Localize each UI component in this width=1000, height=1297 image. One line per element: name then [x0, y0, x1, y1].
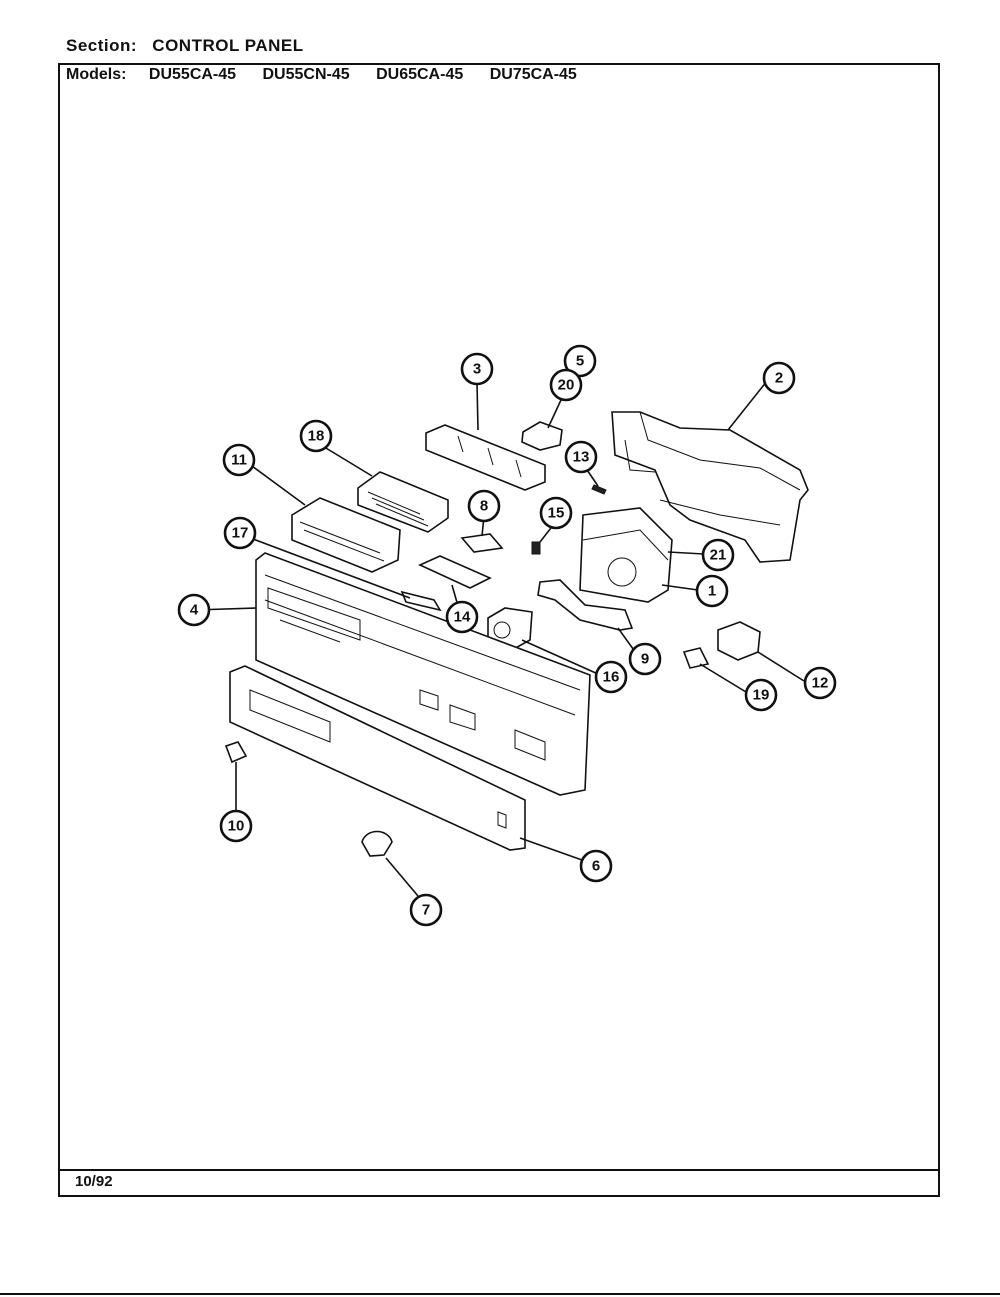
svg-text:4: 4	[190, 602, 199, 619]
svg-text:8: 8	[480, 498, 488, 515]
svg-text:14: 14	[454, 609, 471, 626]
svg-text:15: 15	[548, 505, 565, 522]
part-main-panel	[255, 552, 591, 796]
model-number: DU75CA-45	[489, 66, 577, 83]
callout-1: 1	[695, 574, 729, 608]
part-switch-right	[717, 621, 761, 661]
model-number: DU55CA-45	[148, 66, 237, 83]
svg-text:5: 5	[576, 353, 584, 370]
footer-divider	[58, 1169, 940, 1171]
svg-text:20: 20	[558, 377, 575, 394]
svg-text:16: 16	[603, 669, 620, 686]
part-harness	[537, 579, 634, 631]
part-pin	[531, 541, 541, 555]
part-plate	[425, 424, 546, 491]
callout-11: 11	[222, 443, 256, 477]
callout-15: 15	[539, 496, 573, 530]
callout-14: 14	[445, 600, 479, 634]
part-timer	[579, 507, 673, 603]
callout-4: 4	[177, 593, 211, 627]
svg-text:19: 19	[753, 687, 770, 704]
callout-3: 3	[460, 352, 494, 386]
svg-text:13: 13	[573, 449, 590, 466]
part-button-left	[224, 741, 248, 764]
svg-text:10: 10	[228, 818, 245, 835]
callout-9: 9	[628, 642, 662, 676]
models-label: Models:	[66, 66, 127, 83]
part-trim	[229, 665, 526, 851]
svg-text:2: 2	[775, 370, 783, 387]
part-screw	[591, 484, 607, 495]
callout-7: 7	[409, 893, 443, 927]
svg-text:1: 1	[708, 583, 716, 600]
part-module	[521, 421, 563, 451]
svg-text:7: 7	[422, 902, 430, 919]
revision-date: 10/92	[75, 1173, 113, 1190]
model-number: DU65CA-45	[376, 66, 464, 83]
model-number: DU55CN-45	[262, 66, 350, 83]
svg-text:6: 6	[592, 858, 600, 875]
part-bracket	[291, 497, 401, 573]
callout-17: 17	[223, 516, 257, 550]
svg-text:21: 21	[710, 547, 727, 564]
page-bottom-divider	[0, 1293, 1000, 1295]
section-value: CONTROL PANEL	[152, 36, 304, 55]
callout-18: 18	[299, 419, 333, 453]
callout-10: 10	[219, 809, 253, 843]
section-label: Section:	[66, 36, 138, 55]
part-small-switch	[400, 590, 442, 612]
models-line: Models: DU55CA-45 DU55CN-45 DU65CA-45 DU…	[66, 66, 599, 84]
part-switch-block	[357, 471, 449, 533]
callout-20: 20	[549, 368, 583, 402]
callout-13: 13	[564, 440, 598, 474]
callout-2: 2	[762, 361, 796, 395]
callout-12: 12	[803, 666, 837, 700]
callout-21: 21	[701, 538, 735, 572]
svg-text:3: 3	[473, 361, 481, 378]
part-clip	[460, 533, 504, 553]
callout-16: 16	[594, 660, 628, 694]
svg-text:18: 18	[308, 428, 325, 445]
part-card	[418, 555, 492, 589]
section-title: Section: CONTROL PANEL	[66, 36, 304, 56]
part-button-right	[682, 647, 710, 669]
callout-8: 8	[467, 489, 501, 523]
part-housing	[611, 411, 809, 563]
callout-6: 6	[579, 849, 613, 883]
callout-19: 19	[744, 678, 778, 712]
svg-text:17: 17	[232, 525, 249, 542]
diagram-frame	[58, 63, 940, 1197]
svg-text:12: 12	[812, 675, 829, 692]
callout-5: 5	[563, 344, 597, 378]
part-knob	[361, 830, 393, 857]
svg-text:11: 11	[231, 452, 247, 469]
svg-text:9: 9	[641, 651, 649, 668]
